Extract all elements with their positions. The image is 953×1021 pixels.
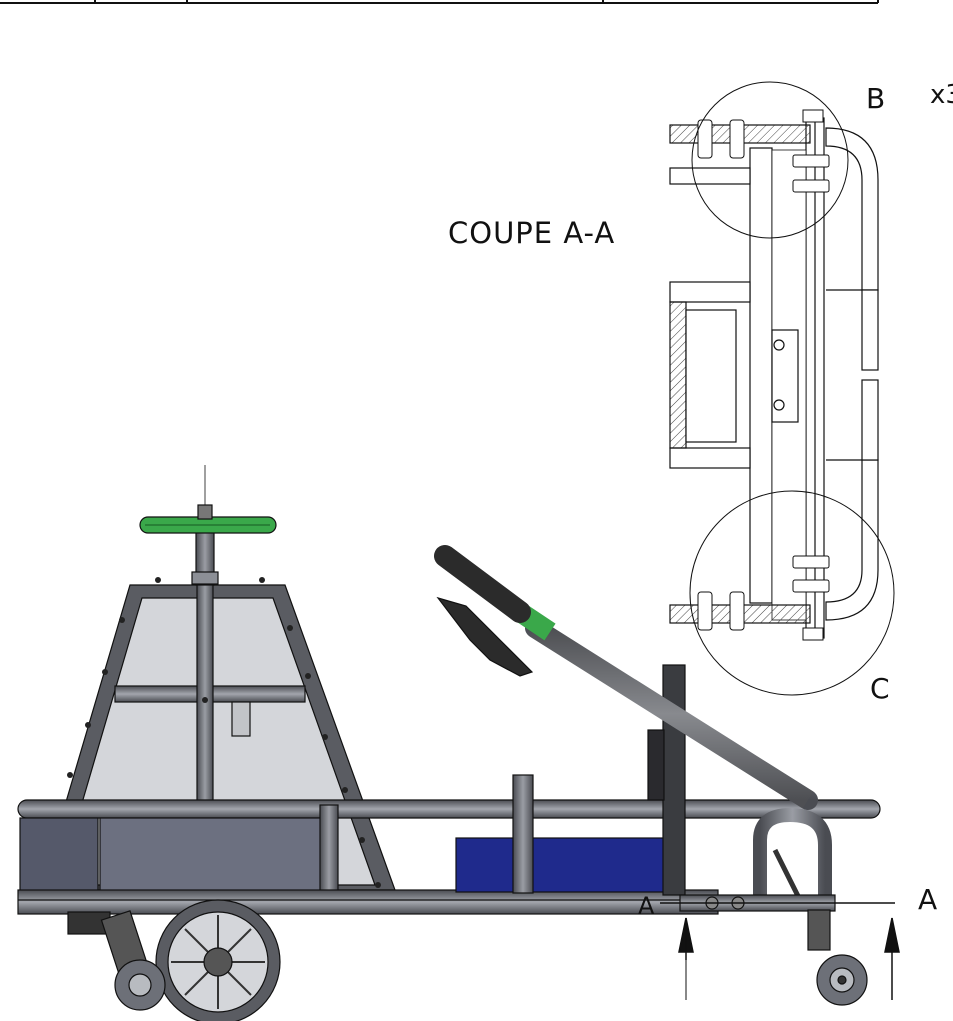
section-cut-markers xyxy=(660,902,900,1000)
section-mark-right: A xyxy=(918,883,938,916)
vehicle-side-view xyxy=(17,465,881,1021)
section-view-a-a xyxy=(669,81,895,696)
section-mark-left: A xyxy=(638,892,655,920)
detail-label-b: B xyxy=(866,82,886,115)
title-block-fragment xyxy=(0,0,879,4)
section-title: COUPE A-A xyxy=(448,216,616,250)
detail-label-c: C xyxy=(870,672,890,705)
scale-note: x3 xyxy=(930,80,953,110)
